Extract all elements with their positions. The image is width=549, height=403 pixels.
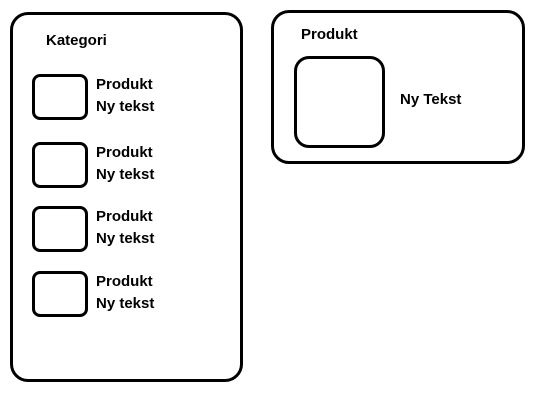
product-item-description: Ny tekst xyxy=(96,98,155,115)
product-item-name: Produkt xyxy=(96,273,153,290)
category-panel: Kategori Produkt Ny tekst Produkt Ny tek… xyxy=(10,12,243,382)
product-item-text: Produkt Ny tekst xyxy=(96,206,154,250)
product-detail-title: Produkt xyxy=(301,26,358,43)
product-item-description: Ny tekst xyxy=(96,166,155,183)
product-thumbnail[interactable] xyxy=(32,74,88,120)
category-title: Kategori xyxy=(46,32,107,49)
category-product-item[interactable]: Produkt Ny tekst xyxy=(32,206,227,252)
category-product-item[interactable]: Produkt Ny tekst xyxy=(32,142,227,188)
product-item-name: Produkt xyxy=(96,208,153,225)
product-item-description: Ny tekst xyxy=(96,295,155,312)
product-item-name: Produkt xyxy=(96,144,153,161)
product-thumbnail[interactable] xyxy=(32,271,88,317)
category-product-item[interactable]: Produkt Ny tekst xyxy=(32,74,227,120)
product-item-text: Produkt Ny tekst xyxy=(96,74,154,118)
product-thumbnail[interactable] xyxy=(32,142,88,188)
product-item-name: Produkt xyxy=(96,76,153,93)
product-thumbnail[interactable] xyxy=(32,206,88,252)
product-item-text: Produkt Ny tekst xyxy=(96,142,154,186)
product-item-text: Produkt Ny tekst xyxy=(96,271,154,315)
product-image-placeholder xyxy=(294,56,385,148)
product-detail-panel: Produkt Ny Tekst xyxy=(271,10,525,164)
product-detail-text: Ny Tekst xyxy=(400,91,462,108)
product-item-description: Ny tekst xyxy=(96,230,155,247)
category-product-item[interactable]: Produkt Ny tekst xyxy=(32,271,227,317)
